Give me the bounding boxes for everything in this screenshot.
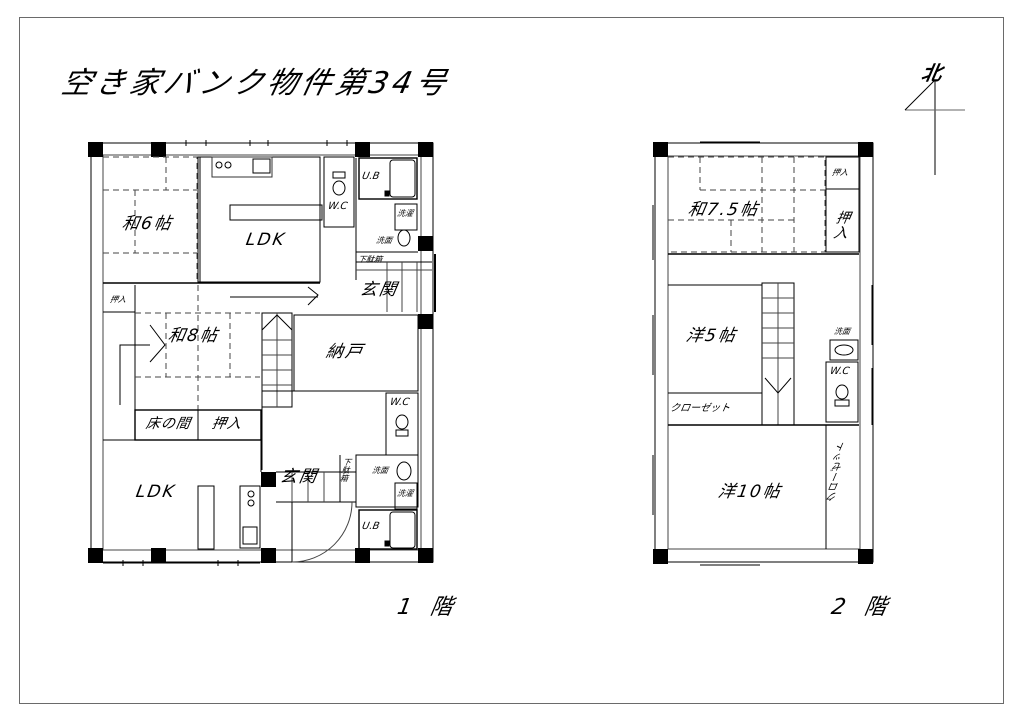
room-senmen-upper: 洗面 <box>375 236 393 245</box>
room-tokonoma: 床の間 <box>144 416 193 432</box>
room-washitsu-7-5: 和7.5帖 <box>686 200 761 220</box>
room-senmen-2f: 洗面 <box>833 327 851 336</box>
room-sentaku-upper: 洗濯 <box>396 209 414 218</box>
floor1-plan <box>88 140 436 566</box>
room-genkan-upper: 玄関 <box>358 280 400 300</box>
room-oshiire-small-2f: 押入 <box>831 168 849 177</box>
room-ldk-lower: LDK <box>134 482 178 502</box>
room-oshiire-small: 押入 <box>109 295 127 304</box>
floor2-label: 2 階 <box>829 595 895 620</box>
room-wc-upper: W.C <box>327 201 349 212</box>
north-arrow-icon <box>904 79 965 175</box>
room-oshiire-lower: 押入 <box>210 416 244 432</box>
room-you-5: 洋5帖 <box>684 326 739 346</box>
room-genkan-lower: 玄関 <box>278 467 320 487</box>
drawing-frame <box>19 17 1004 704</box>
room-senmen-lower: 洗面 <box>371 466 389 475</box>
room-closet-horizontal: クローゼット <box>669 403 732 414</box>
room-wc-lower: W.C <box>389 397 411 408</box>
room-sentaku-lower: 洗濯 <box>396 489 414 498</box>
room-you-10: 洋10帖 <box>716 482 784 502</box>
room-ldk-upper: LDK <box>244 230 288 250</box>
room-ub-upper: U.B <box>361 171 381 182</box>
room-ub-lower: U.B <box>361 521 381 532</box>
floor2-plan <box>652 141 874 566</box>
floor1-label: 1 階 <box>395 595 461 620</box>
room-washitsu-8: 和8帖 <box>166 326 221 346</box>
room-getabako-upper: 下駄箱 <box>357 255 383 264</box>
room-wc-2f: W.C <box>829 366 851 377</box>
room-washitsu-6: 和6帖 <box>120 214 175 234</box>
room-nando: 納戸 <box>324 342 366 362</box>
